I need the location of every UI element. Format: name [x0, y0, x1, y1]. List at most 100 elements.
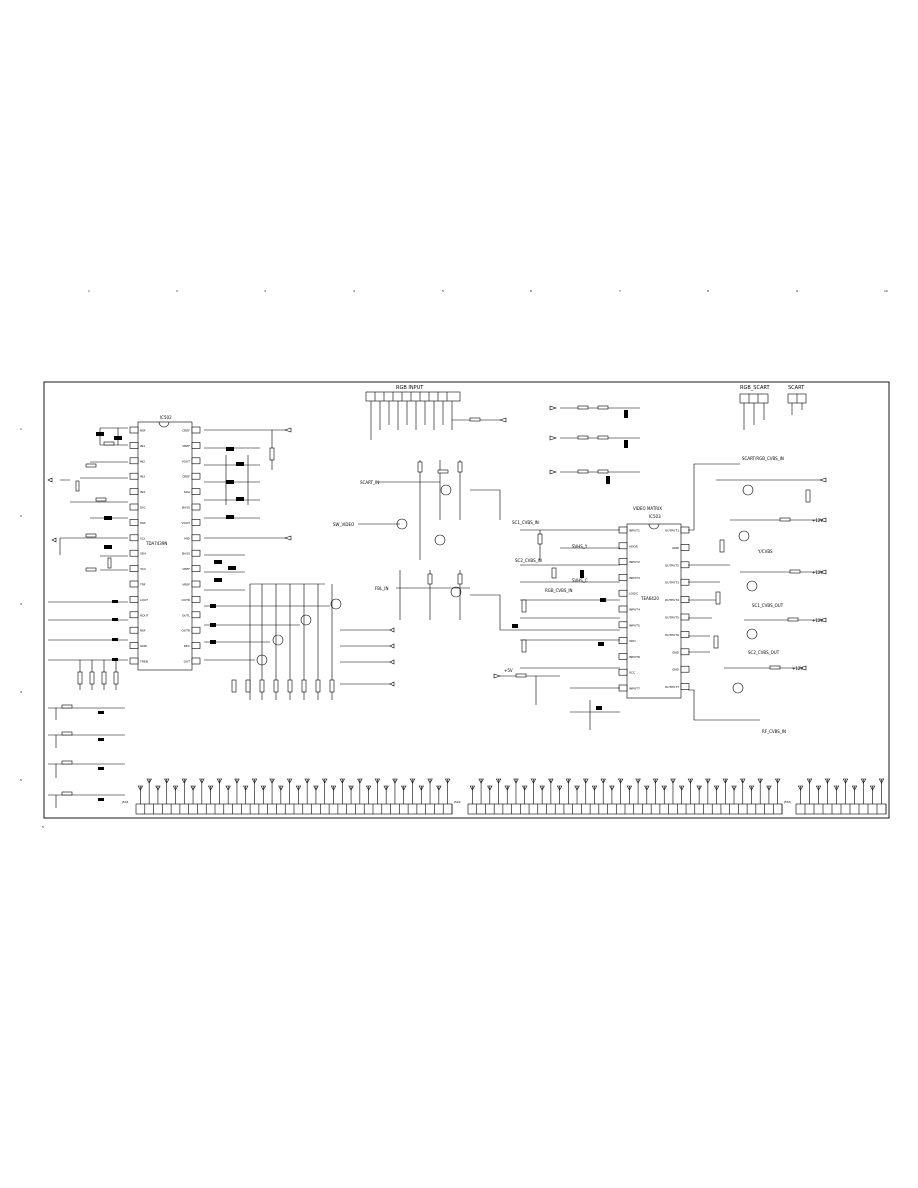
- ic-right-pin-l-label-4: INPUT3: [629, 576, 640, 580]
- ic-right-pin-l-box-9: [618, 653, 628, 660]
- j502-pin-terminal-29: [713, 785, 720, 791]
- j502-pin-terminal-2: [478, 778, 484, 784]
- j503-pin-terminal-6: [842, 778, 849, 784]
- ic-left-pin-r-label-9: BASS: [182, 552, 190, 556]
- ic-left-pin-l-label-7: MIX: [140, 521, 146, 525]
- ic-left-pin-r-box-1: [191, 426, 201, 434]
- ic-right-pin-r-box-6: [680, 613, 690, 621]
- col-marker-10: 10: [884, 289, 888, 293]
- rgb-input-header: RGB INPUT: [365, 385, 507, 440]
- ic-left-pin-l-box-6: [129, 503, 139, 511]
- ic-left-pin-r-label-6: BASS: [182, 506, 190, 510]
- ic-left-pin-l-label-11: TRF: [139, 583, 146, 587]
- ic-left-pin-l-label-10: VCC: [140, 567, 146, 571]
- j502-pin-terminal-5: [504, 785, 510, 791]
- j502-pin-terminal-12: [565, 778, 572, 784]
- j501-pin-terminal-29: [383, 785, 389, 791]
- sheet-corner-mark: 5: [42, 825, 44, 829]
- net-v12-b: +12V: [812, 570, 823, 575]
- ic-left-pin-l-label-12: LOUT: [140, 598, 148, 602]
- ic-left-pin-l-box-14: [129, 626, 139, 634]
- col-marker-4: 4: [353, 289, 355, 293]
- net-fbl-in: FBL_IN: [375, 586, 388, 591]
- net-ylb: Y/CVBS: [757, 549, 773, 554]
- net-v12-c: +12V: [812, 618, 823, 623]
- ic-right: VIDEO MATRIX IC503 TEA6420 INPUT1ADDRINP…: [618, 506, 690, 699]
- row-markers: 1 2 3 4 5: [20, 427, 22, 782]
- connector-j501-pins: [137, 778, 453, 814]
- ic-right-pin-l-box-1: [618, 526, 628, 534]
- j501-pin-terminal-30: [392, 778, 398, 784]
- matrix-output-network: SCART/RGB_CVBS_IN Y/CVBS SC1_CVBS_OUT SC…: [688, 456, 827, 734]
- connector-j503-ref: J503: [783, 800, 791, 804]
- matrix-input-network: SC1_CVBS_IN SC2_CVBS_IN SVHS_Y SVHS_C RG…: [493, 520, 620, 730]
- ic-left-pin-l-label-1: REF: [140, 429, 146, 433]
- j503-pin-terminal-1: [797, 785, 804, 791]
- ic-right-pin-r-label-2: GND: [672, 546, 680, 550]
- connector-j503-pins: [797, 778, 887, 814]
- j501-pin-terminal-9: [207, 785, 214, 791]
- ic-right-left-pins: INPUT1ADDRINPUT2INPUT3LOGICINPUT4INPUT5V…: [618, 526, 640, 692]
- j502-pin-terminal-35: [766, 785, 772, 791]
- ic-left-pin-r-label-1: CREF: [182, 429, 190, 433]
- j502-pin-terminal-13: [574, 785, 580, 791]
- rgb-scart-header-label: RGB_SCART: [740, 385, 770, 391]
- ic-right-pin-l-label-8: VDD: [629, 639, 636, 643]
- j503-pin-terminal-5: [833, 785, 840, 791]
- ic-right-right-pins: OUTPUT1GNDOUTPUT2OUTPUT3OUTPUT4OUTPUT5OU…: [665, 526, 690, 690]
- j502-pin-terminal-20: [635, 778, 641, 784]
- j503-pin-terminal-10: [878, 778, 885, 784]
- j502-pin-terminal-24: [670, 778, 676, 784]
- top-right-networks: RGB_SCART SCART: [549, 385, 807, 484]
- j502-pin-terminal-25: [678, 785, 685, 791]
- j501-pin-terminal-4: [164, 778, 170, 784]
- net-sc1-cvbs: SC1_CVBS_IN: [512, 520, 539, 525]
- ic-left-pin-r-box-5: [191, 488, 201, 495]
- net-sw-video: SW_VIDEO: [333, 522, 354, 527]
- j503-pin-terminal-2: [806, 778, 813, 784]
- ic-left-pin-r-box-2: [191, 442, 201, 449]
- j502-pin-terminal-7: [521, 785, 528, 791]
- j501-pin-terminal-1: [137, 785, 144, 791]
- ic-left-pin-l-box-3: [129, 457, 139, 465]
- ic-right-pin-l-box-4: [618, 574, 628, 581]
- j501-pin-terminal-16: [269, 778, 275, 784]
- ic-left-pin-r-box-8: [191, 534, 201, 542]
- j501-pin-terminal-14: [251, 778, 258, 784]
- ic-left-pin-r-label-3: VOUT: [182, 459, 191, 463]
- ic-left-pin-r-label-16: OUT: [184, 660, 191, 664]
- ic-left-pin-l-box-7: [129, 519, 139, 526]
- ic-left-pin-r-label-4: CREF: [182, 475, 190, 479]
- ic-left-pin-l-label-2: IN1: [140, 444, 145, 448]
- ic-right-pin-r-box-2: [680, 544, 690, 551]
- ic-right-pin-r-label-8: GND: [672, 650, 680, 654]
- ic-right-part-no: TEA6420: [640, 596, 659, 601]
- ic-left-pin-l-label-6: DIG: [140, 506, 146, 510]
- ic-left-left-pins: REFIN1IN2IN3IN4DIGMIXSCLSDAVCCTRFLOUTROU…: [129, 426, 149, 665]
- ic-left-pin-r-box-16: [191, 657, 201, 665]
- ic-right-pin-l-box-11: [618, 684, 628, 692]
- j501-pin-terminal-33: [418, 785, 424, 791]
- ic-right-pin-r-label-9: GND: [672, 668, 680, 672]
- j501-pin-terminal-17: [278, 785, 284, 791]
- ic-left-pin-l-box-1: [129, 426, 139, 434]
- j501-pin-terminal-23: [330, 785, 337, 791]
- j501-pin-terminal-8: [199, 778, 205, 784]
- j502-pin-terminal-9: [539, 785, 545, 791]
- j501-pin-terminal-35: [436, 785, 442, 791]
- ic-left-pin-r-box-11: [191, 580, 201, 588]
- lower-left-filters: [48, 704, 125, 808]
- ic-right-pin-l-box-10: [618, 668, 628, 676]
- j502-pin-terminal-1: [469, 785, 476, 791]
- j502-pin-terminal-10: [548, 778, 554, 784]
- ic-left-pin-l-box-15: [129, 642, 139, 649]
- net-scart-in: SCART_IN: [360, 480, 379, 485]
- ic-left-pin-l-box-10: [129, 565, 139, 572]
- ic-left-pin-r-label-2: VREF: [182, 444, 190, 448]
- net-sc2-out: SC2_CVBS_OUT: [748, 650, 780, 655]
- ic-right-pin-l-box-6: [618, 605, 628, 613]
- j501-pin-terminal-18: [286, 778, 293, 784]
- ic-right-pin-l-box-3: [618, 558, 628, 565]
- ic-right-pin-r-box-3: [680, 561, 690, 569]
- j503-pin-terminal-3: [815, 785, 822, 791]
